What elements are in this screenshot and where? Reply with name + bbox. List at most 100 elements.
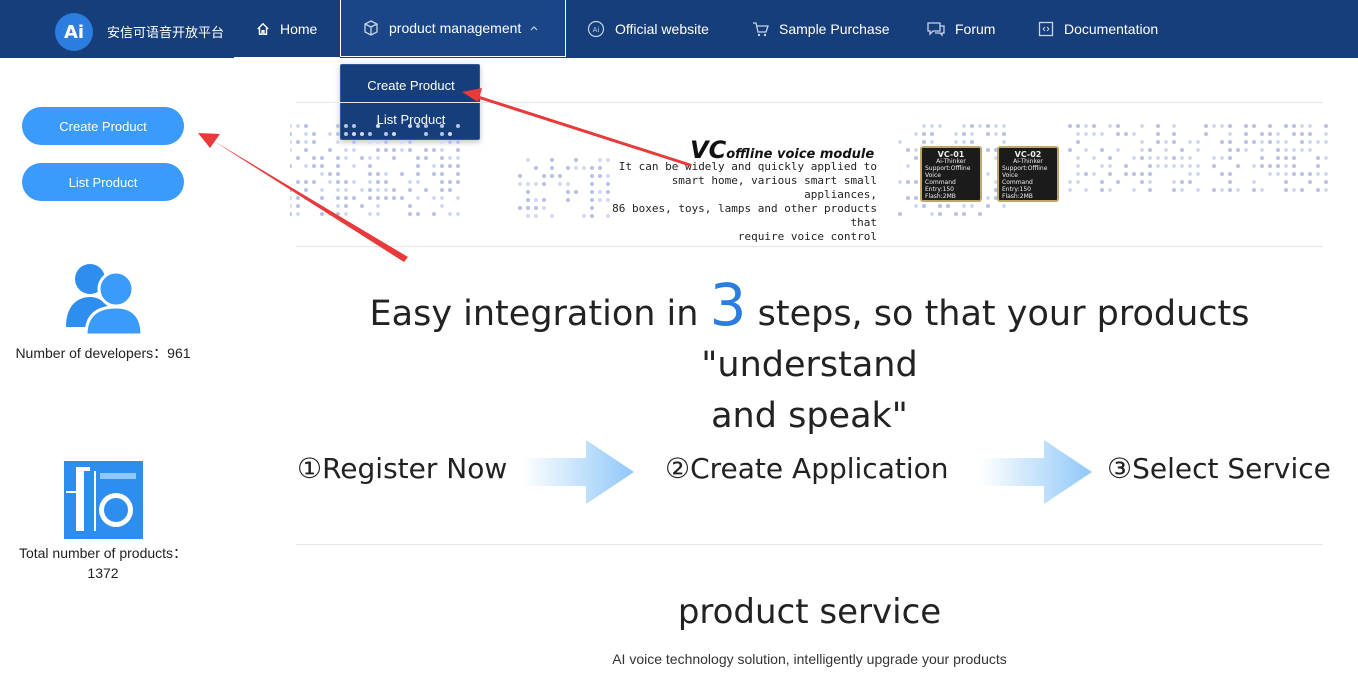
banner-dot [1220, 188, 1224, 192]
banner-dot [304, 196, 308, 200]
banner-dot [1292, 172, 1296, 176]
banner-dot [1308, 140, 1312, 144]
banner-dot [1300, 148, 1304, 152]
banner-dot [550, 174, 554, 178]
banner-dot [1116, 148, 1120, 152]
banner-dot [518, 206, 522, 210]
banner-dot [1172, 124, 1176, 128]
banner-dot [1108, 124, 1112, 128]
banner-desc-line: It can be widely and quickly applied to [618, 160, 877, 173]
banner-dot [534, 214, 538, 218]
banner-dot [1132, 188, 1136, 192]
banner-dot [1188, 156, 1192, 160]
step-register-now[interactable]: ①Register Now [297, 452, 508, 485]
banner-dot [320, 164, 324, 168]
banner-dot [312, 180, 316, 184]
nav-documentation[interactable]: Documentation [1038, 0, 1158, 58]
vc02-module-image: VC-02 Ai-Thinker Support:Offline Voice C… [997, 146, 1059, 202]
banner-dot [456, 180, 460, 184]
banner-dot [994, 124, 998, 128]
banner-dot [416, 196, 420, 200]
banner-dot [1284, 140, 1288, 144]
banner-dot [1164, 148, 1168, 152]
banner-dot [408, 180, 412, 184]
banner-dot [534, 198, 538, 202]
banner-dot [1300, 172, 1304, 176]
banner-dot [962, 124, 966, 128]
banner-dot [1308, 172, 1312, 176]
chip-line: Command Entry:150 [925, 179, 956, 193]
dropdown-create-product[interactable]: Create Product [367, 78, 455, 93]
banner-dot [392, 196, 396, 200]
banner-dot [328, 172, 332, 176]
banner-dot [304, 140, 308, 144]
banner-dot [986, 132, 990, 136]
banner-dot [1324, 124, 1328, 128]
list-product-button[interactable]: List Product [22, 163, 184, 201]
banner-dot [1276, 172, 1280, 176]
banner-dot [1292, 156, 1296, 160]
banner-dot [1084, 148, 1088, 152]
headline-before: Easy integration in [369, 294, 710, 334]
banner-desc-line: 86 boxes, toys, lamps and other products… [612, 202, 877, 229]
banner-dot [328, 132, 332, 136]
brand-name[interactable]: 安信可语音开放平台 [107, 26, 225, 41]
banner-dot [1108, 172, 1112, 176]
banner-title: VCoffline voice module [690, 136, 874, 164]
banner-dot [336, 188, 340, 192]
banner-dot [922, 124, 926, 128]
banner-dot [352, 196, 356, 200]
banner-dot [440, 172, 444, 176]
banner-dot [574, 166, 578, 170]
banner-dot [336, 132, 340, 136]
nav-product-management[interactable]: product management [340, 0, 566, 57]
nav-product-management-label: product management [389, 20, 522, 36]
banner-dot [352, 180, 356, 184]
banner-dot [566, 182, 570, 186]
banner-dot [456, 148, 460, 152]
banner-dot [1092, 124, 1096, 128]
banner-dot [290, 188, 292, 192]
banner-dot [914, 156, 918, 160]
step-create-application[interactable]: ②Create Application [665, 452, 949, 485]
banner-dot [320, 172, 324, 176]
banner-dot [1084, 132, 1088, 136]
nav-sample-purchase[interactable]: Sample Purchase [752, 0, 890, 58]
banner-dot [566, 190, 570, 194]
chip-brand: Ai-Thinker [1013, 158, 1043, 165]
banner-dot [1132, 156, 1136, 160]
banner-dot [376, 140, 380, 144]
banner-dot [938, 212, 942, 216]
nav-forum[interactable]: Forum [927, 0, 995, 58]
banner-dot [424, 148, 428, 152]
banner-dot [1140, 172, 1144, 176]
banner-dot [1308, 124, 1312, 128]
products-count-label: Total number of products： [18, 545, 188, 561]
chip-name: VC-02 [1014, 150, 1042, 159]
logo[interactable]: Ai [55, 13, 93, 51]
dropdown-list-product[interactable]: List Product [376, 112, 446, 127]
create-product-button[interactable]: Create Product [22, 107, 184, 145]
banner-dot [1196, 164, 1200, 168]
banner-dot [344, 132, 348, 136]
nav-official-website[interactable]: Ai Official website [587, 0, 709, 58]
banner-dot [1188, 140, 1192, 144]
washing-machine-icon [64, 461, 143, 539]
nav-active-underline [234, 57, 340, 59]
banner-dot [320, 156, 324, 160]
banner-dot [1220, 156, 1224, 160]
banner-dot [598, 190, 602, 194]
banner-dot [368, 156, 372, 160]
banner-dot [1092, 132, 1096, 136]
banner-dot [376, 156, 380, 160]
banner-dot [1116, 124, 1120, 128]
nav-home[interactable]: Home [256, 0, 317, 58]
banner-dot [914, 204, 918, 208]
banner-dot [304, 188, 308, 192]
banner-dot [1204, 124, 1208, 128]
banner-dot [416, 164, 420, 168]
chip-line: Flash:2MB [1002, 193, 1033, 200]
step-select-service[interactable]: ③Select Service [1107, 452, 1331, 485]
banner-dot [290, 196, 292, 200]
banner-dot [368, 164, 372, 168]
